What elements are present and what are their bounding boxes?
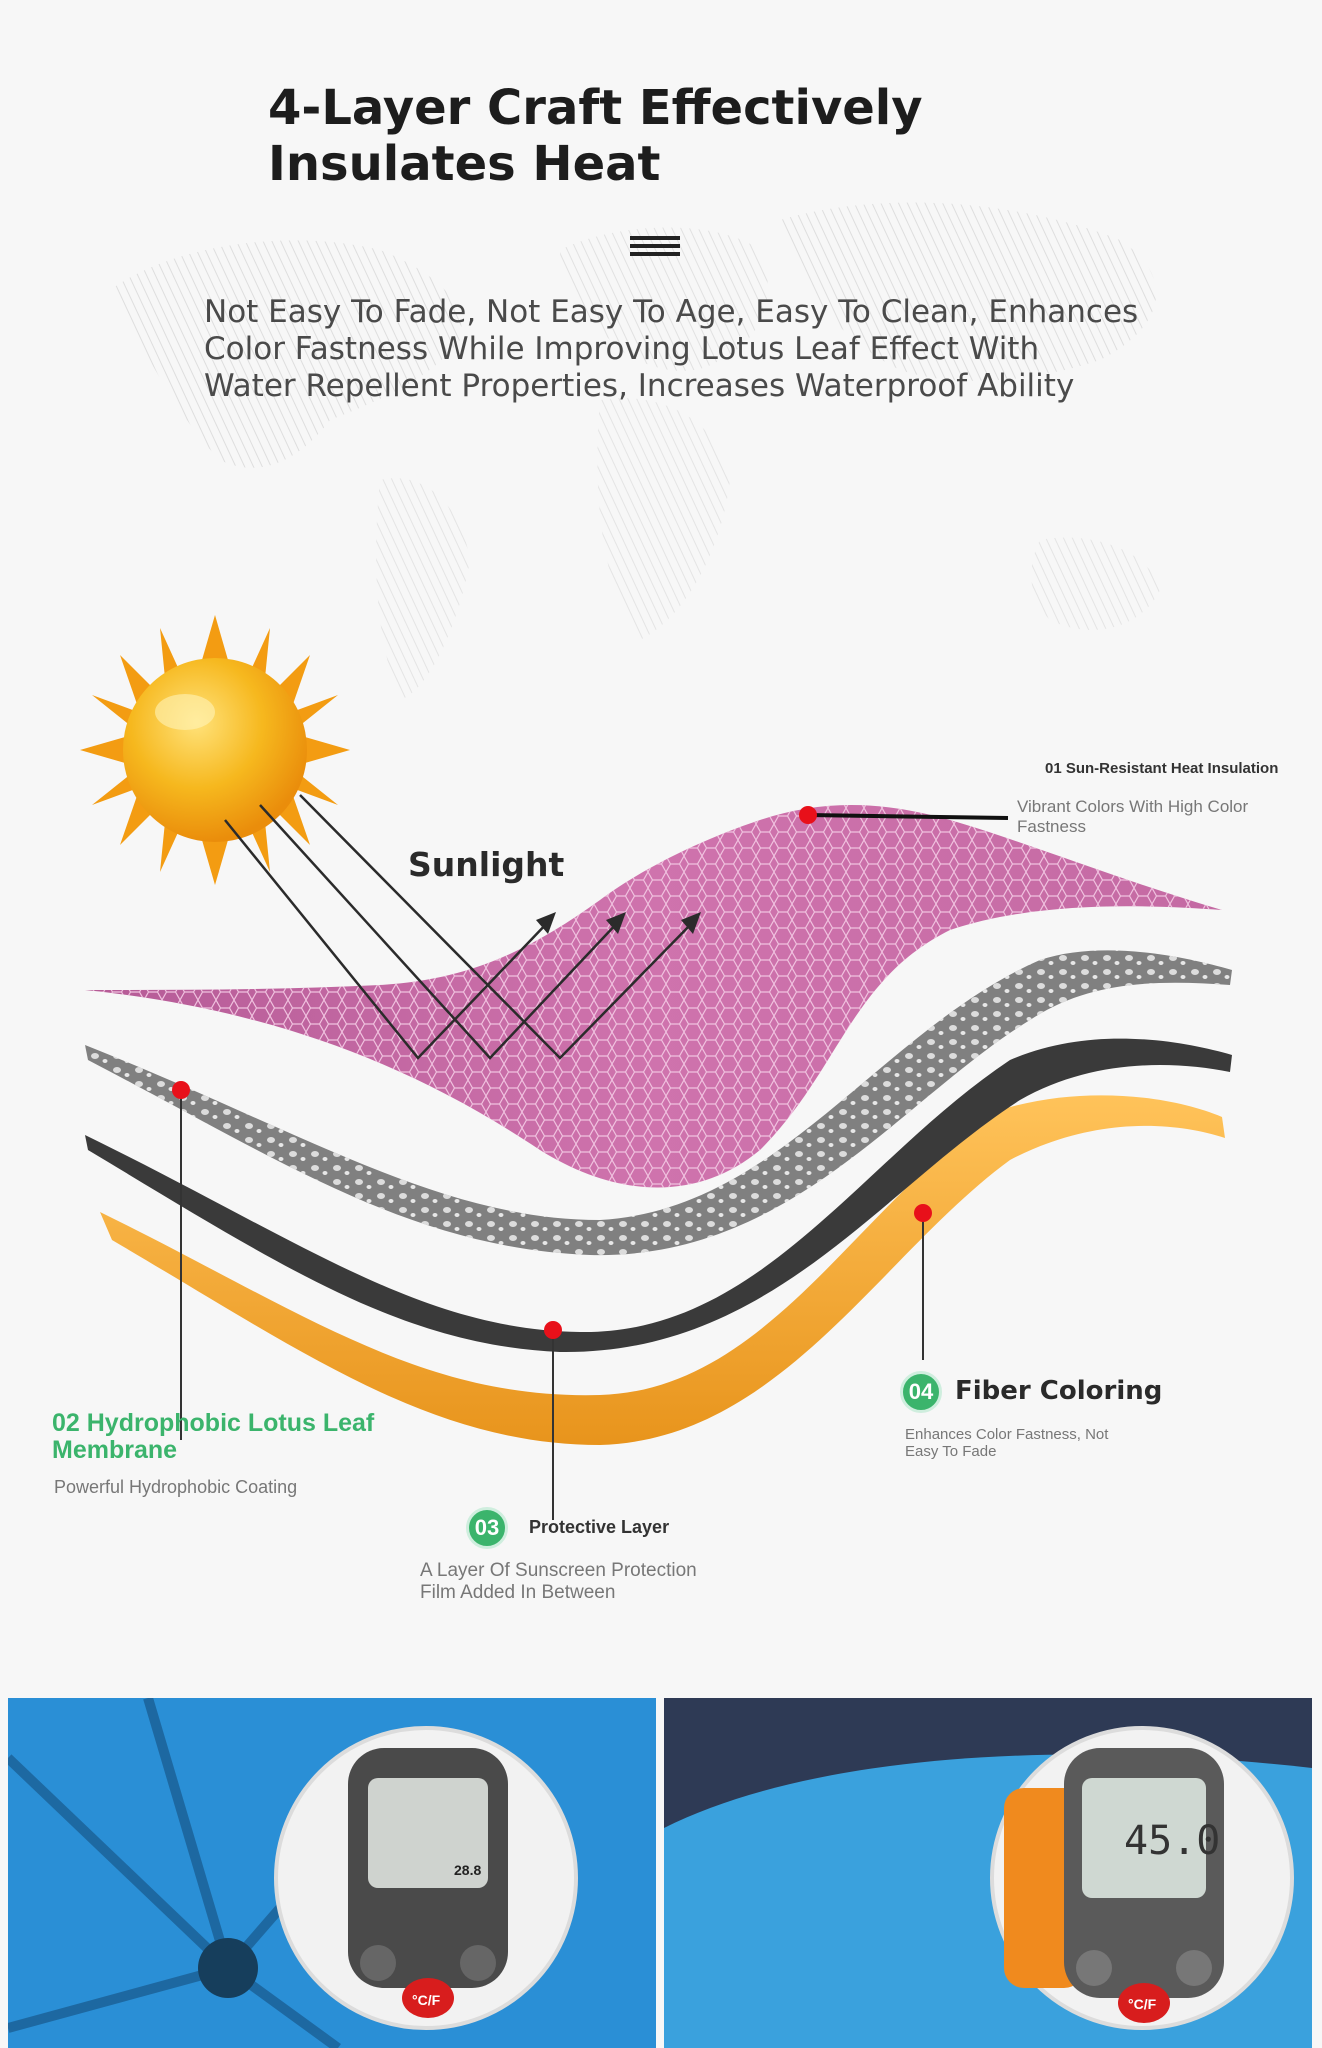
layer-04-title: Fiber Coloring (955, 1376, 1163, 1406)
layer-03-badge: 03 (466, 1507, 508, 1549)
marker-layer-03 (544, 1321, 562, 1339)
layer-01-title: 01 Sun-Resistant Heat Insulation (1045, 760, 1279, 777)
marker-layer-04 (914, 1204, 932, 1222)
sun-icon (80, 615, 350, 885)
left-thermometer-button-label: °C/F (412, 1992, 441, 2008)
layer-03-description: A Layer Of Sunscreen Protection Film Add… (420, 1560, 697, 1604)
layer-03-desc-line-2: Film Added In Between (420, 1582, 616, 1603)
page-title-line-1: 4-Layer Craft Effectively (268, 80, 923, 136)
layer-04-desc-line-1: Enhances Color Fastness, Not (905, 1426, 1109, 1443)
layer-01-description: Vibrant Colors With High Color Fastness (1017, 797, 1248, 837)
layer-01-desc-line-1: Vibrant Colors With High Color (1017, 797, 1249, 816)
layer-04-desc-line-2: Easy To Fade (905, 1443, 997, 1460)
orange-fiber-layer (100, 1095, 1225, 1445)
world-map-background (110, 202, 1160, 700)
page-subtitle: Not Easy To Fade, Not Easy To Age, Easy … (204, 294, 1154, 405)
sunlight-label: Sunlight (408, 845, 565, 884)
subtitle-line-3: Water Repellent Properties, Increases Wa… (204, 368, 1075, 404)
marker-layer-01 (799, 806, 817, 824)
page-title-line-2: Insulates Heat (268, 136, 661, 192)
layer-04-description: Enhances Color Fastness, Not Easy To Fad… (905, 1426, 1108, 1460)
layer-03-desc-line-1: A Layer Of Sunscreen Protection (420, 1560, 697, 1581)
right-thermometer-reading: 45.0 (1124, 1818, 1221, 1864)
layer-03-title: Protective Layer (529, 1517, 670, 1537)
thermometer-device-left (348, 1748, 508, 2018)
subtitle-line-2: Color Fastness While Improving Lotus Lea… (204, 331, 1040, 367)
photo-umbrella-underside: 28.8 °C/F (8, 1698, 656, 2048)
photo-umbrella-top: 45.0 °C/F (664, 1698, 1312, 2048)
layer-01-desc-line-2: Fastness (1017, 817, 1086, 836)
layer-02-description: Powerful Hydrophobic Coating (54, 1477, 298, 1497)
layer-diagram (80, 615, 1232, 1520)
right-thermometer-button-label: °C/F (1128, 1996, 1157, 2012)
layer-02-title: 02 Hydrophobic Lotus Leaf Membrane (52, 1410, 374, 1464)
layer-02-title-line-2: Membrane (52, 1436, 178, 1464)
page-title: 4-Layer Craft Effectively Insulates Heat (268, 80, 923, 192)
layer-02-title-line-1: 02 Hydrophobic Lotus Leaf (52, 1409, 375, 1437)
black-protective-layer (85, 1038, 1232, 1353)
subtitle-line-1: Not Easy To Fade, Not Easy To Age, Easy … (204, 294, 1139, 330)
marker-layer-02 (172, 1081, 190, 1099)
left-thermometer-reading: 28.8 (454, 1862, 482, 1878)
menu-lines-icon (630, 236, 680, 258)
layer-04-badge: 04 (900, 1371, 942, 1413)
thermometer-device-right (1004, 1748, 1224, 2023)
sun-ray-arrows (224, 794, 696, 1060)
